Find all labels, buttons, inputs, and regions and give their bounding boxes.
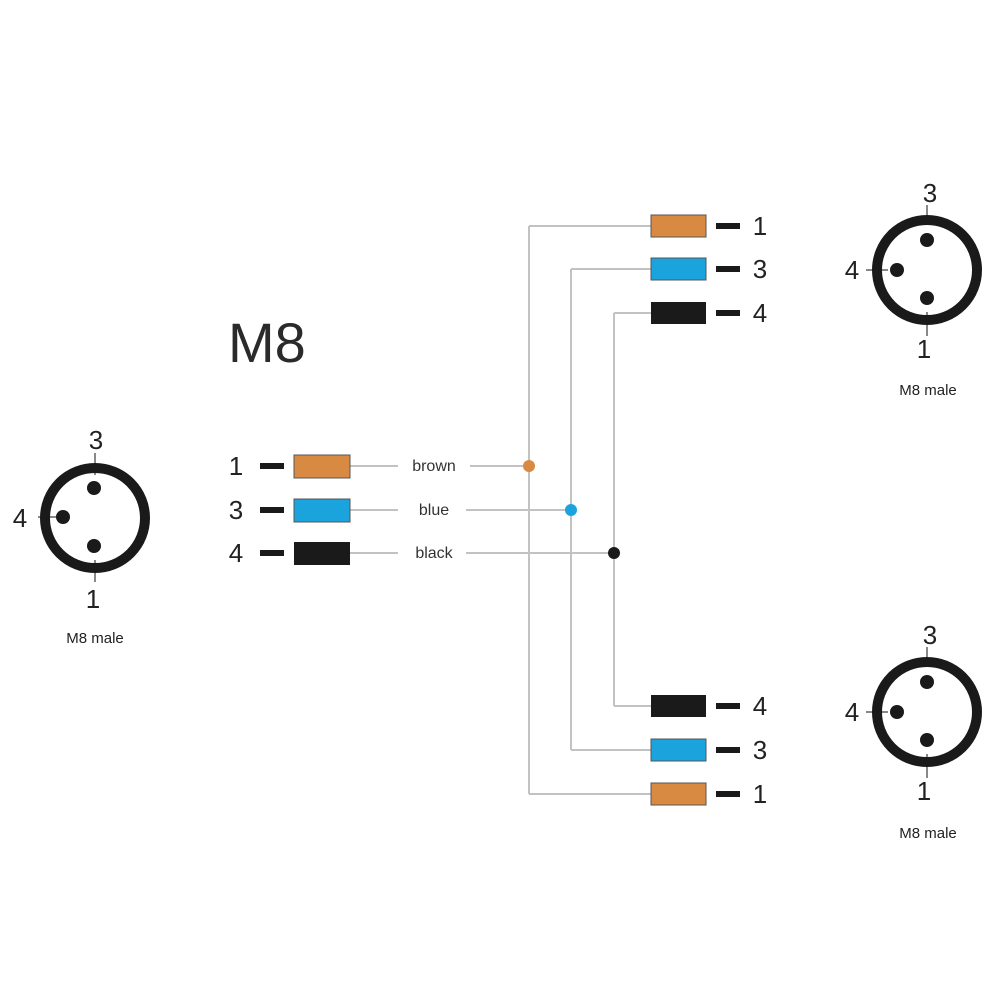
main-pin-dash [260,463,284,469]
top-branch-pins: 1 3 4 [650,211,767,328]
branch-pin-number: 3 [753,735,767,765]
pin-dot [890,263,904,277]
junction-black [608,547,620,559]
wire-sleeve-blue [650,738,707,762]
wire-sleeve-blue [293,498,351,523]
main-pin-dash [260,507,284,513]
connector-ring [872,657,982,767]
main-pin-number: 4 [229,538,243,568]
connector-branch-bottom: 3 4 1 M8 male [845,620,982,842]
branch-pin-dash [716,266,740,272]
connector-pin-label: 3 [923,178,937,208]
connector-label: M8 male [899,382,957,399]
wire-sleeve-brown [650,782,707,806]
connector-label: M8 male [899,825,957,842]
main-pin-dash [260,550,284,556]
main-pin-number: 3 [229,495,243,525]
wire-sleeve-black [294,542,350,565]
branch-pin-number: 1 [753,779,767,809]
connector-pin-label: 3 [923,620,937,650]
connector-ring [40,463,150,573]
pin-dot [920,291,934,305]
wire-sleeve-blue [650,257,707,281]
wire-lines [350,225,651,795]
diagram-title: M8 [228,311,306,374]
branch-pin-dash [716,791,740,797]
wire-label-blue: blue [419,502,449,519]
branch-pin-dash [716,310,740,316]
pin-dot [87,539,101,553]
connector-main: 3 4 1 M8 male [13,425,150,647]
wire-label-brown: brown [412,458,456,475]
main-cable-pins: 1 3 4 [229,451,351,568]
connector-pin-label: 1 [86,584,100,614]
branch-pin-number: 3 [753,254,767,284]
main-pin-number: 1 [229,451,243,481]
pin-dot [920,233,934,247]
pin-dot [56,510,70,524]
branch-pin-dash [716,223,740,229]
branch-pin-number: 4 [753,691,767,721]
connector-ring [872,215,982,325]
branch-pin-dash [716,747,740,753]
connector-pin-label: 1 [917,776,931,806]
connector-pin-label: 1 [917,334,931,364]
connector-branch-top: 3 4 1 M8 male [845,178,982,399]
wire-sleeve-brown [293,454,351,479]
pin-dot [920,733,934,747]
branch-pin-dash [716,703,740,709]
wire-label-black: black [415,545,453,562]
connector-pin-label: 4 [845,697,859,727]
connector-pin-label: 4 [845,255,859,285]
branch-pin-number: 4 [753,298,767,328]
wire-sleeve-black [651,302,706,324]
connector-label: M8 male [66,630,124,647]
pin-dot [87,481,101,495]
junction-brown [523,460,535,472]
bottom-branch-pins: 4 3 1 [650,691,767,809]
connector-pin-label: 3 [89,425,103,455]
pin-dot [920,675,934,689]
wire-sleeve-brown [650,214,707,238]
branch-pin-number: 1 [753,211,767,241]
junction-blue [565,504,577,516]
pin-dot [890,705,904,719]
connector-pin-label: 4 [13,503,27,533]
wire-sleeve-black [651,695,706,717]
